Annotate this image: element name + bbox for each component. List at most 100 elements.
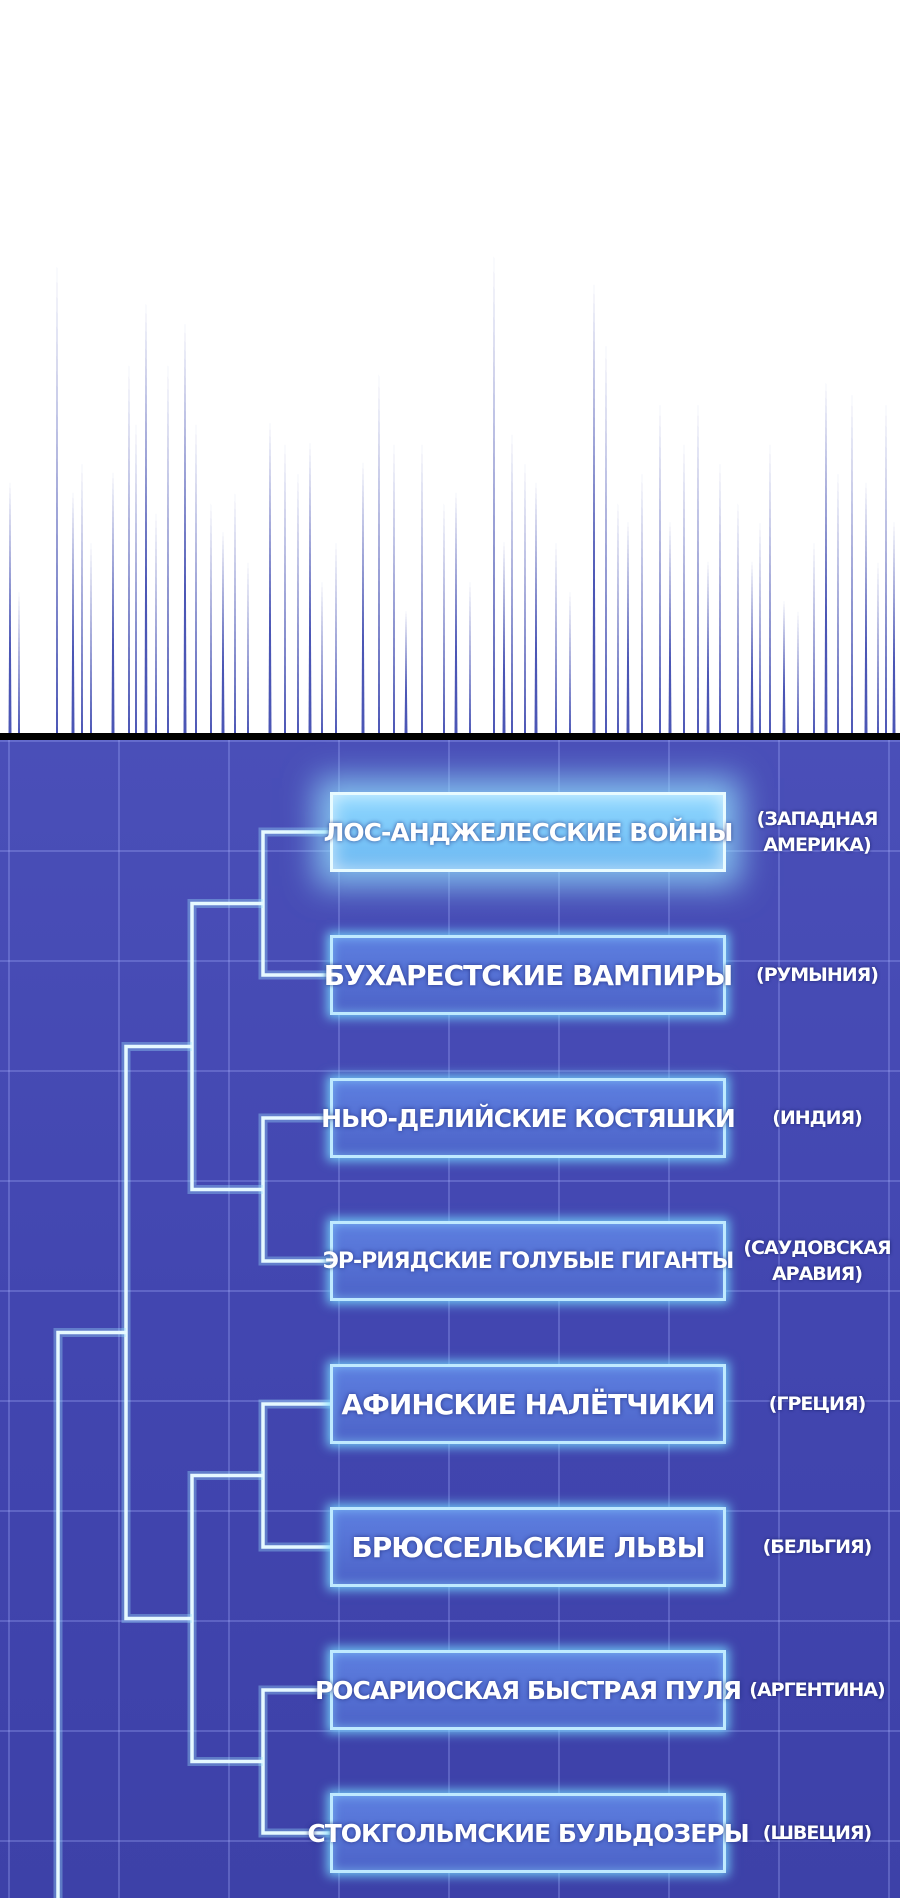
speed-line bbox=[813, 540, 815, 735]
team-country: (РУМЫНИЯ) bbox=[756, 964, 879, 986]
speed-line bbox=[592, 280, 596, 735]
team-country: (ЗАПАДНАЯ АМЕРИКА) bbox=[756, 808, 879, 856]
speed-line bbox=[361, 460, 365, 735]
speed-line bbox=[659, 400, 661, 735]
speed-line bbox=[195, 420, 197, 735]
speed-line bbox=[378, 370, 380, 735]
speed-line bbox=[297, 470, 299, 735]
speed-line bbox=[683, 440, 685, 735]
team-box: БУХАРЕСТСКИЕ ВАМПИРЫ bbox=[324, 935, 733, 1015]
speed-line bbox=[268, 420, 272, 735]
speed-line bbox=[247, 560, 249, 735]
speed-line bbox=[706, 560, 710, 735]
speed-line bbox=[851, 390, 853, 735]
bracket-line-glow bbox=[258, 827, 330, 980]
bracket-line-glow bbox=[258, 1685, 330, 1838]
speed-line bbox=[284, 440, 286, 735]
team-name: НЬЮ-ДЕЛИЙСКИЕ КОСТЯШКИ bbox=[321, 1103, 736, 1133]
team-country: (ГРЕЦИЯ) bbox=[768, 1393, 867, 1415]
bracket-connector-lines bbox=[53, 827, 330, 1898]
speed-line bbox=[524, 460, 526, 735]
speed-lines-background bbox=[8, 250, 896, 735]
bracket-line bbox=[261, 1402, 330, 1549]
speed-line bbox=[511, 430, 513, 735]
speed-line bbox=[617, 500, 619, 735]
speed-line bbox=[877, 560, 879, 735]
speed-line bbox=[321, 580, 323, 735]
speed-line bbox=[759, 520, 761, 735]
bracket-line-glow bbox=[187, 899, 263, 1194]
speed-line bbox=[782, 600, 786, 735]
speed-line bbox=[8, 480, 12, 735]
speed-line bbox=[737, 500, 739, 735]
speed-line bbox=[234, 490, 236, 735]
speed-line bbox=[864, 480, 868, 735]
speed-line bbox=[144, 300, 148, 735]
speed-line bbox=[626, 520, 630, 735]
speed-line bbox=[183, 320, 187, 735]
bracket-line-glow bbox=[187, 1471, 263, 1766]
speed-line bbox=[797, 610, 799, 735]
tournament-bracket: ЛОС-АНДЖЕЛЕССКИЕ ВОЙНЫ (ЗАПАДНАЯ АМЕРИКА)… bbox=[0, 740, 900, 1898]
speed-line bbox=[221, 530, 225, 735]
bracket-line bbox=[261, 830, 330, 977]
speed-line bbox=[605, 340, 607, 735]
team-name: АФИНСКИЕ НАЛЁТЧИКИ bbox=[341, 1387, 715, 1421]
speed-line bbox=[71, 490, 75, 735]
bracket-line-glow bbox=[258, 1399, 330, 1552]
team-name: ЭР-РИЯДСКИЕ ГОЛУБЫЕ ГИГАНТЫ bbox=[322, 1248, 735, 1274]
bracket-line bbox=[190, 1473, 263, 1764]
team-box: АФИНСКИЕ НАЛЁТЧИКИ bbox=[330, 1364, 726, 1444]
speed-line bbox=[421, 440, 423, 735]
bracket-line bbox=[190, 901, 263, 1192]
speed-line bbox=[56, 260, 58, 735]
speed-line bbox=[555, 540, 557, 735]
speed-line bbox=[443, 500, 445, 735]
bracket-line-glow bbox=[258, 1113, 330, 1266]
speed-line bbox=[308, 440, 312, 735]
speed-line bbox=[892, 520, 896, 735]
bracket-line bbox=[261, 1116, 330, 1263]
speed-line bbox=[769, 440, 771, 735]
speed-line bbox=[885, 400, 887, 735]
speed-line bbox=[569, 590, 571, 735]
speed-line bbox=[469, 580, 471, 735]
speed-line bbox=[335, 540, 337, 735]
team-name: ЛОС-АНДЖЕЛЕССКИЕ ВОЙНЫ bbox=[323, 817, 734, 847]
team-box: ЛОС-АНДЖЕЛЕССКИЕ ВОЙНЫ bbox=[324, 792, 733, 872]
team-name: СТОКГОЛЬМСКИЕ БУЛЬДОЗЕРЫ bbox=[307, 1818, 749, 1848]
team-name: БРЮССЕЛЬСКИЕ ЛЬВЫ bbox=[351, 1530, 705, 1564]
speed-line bbox=[210, 500, 212, 735]
speed-line bbox=[135, 420, 137, 735]
panel-divider bbox=[0, 733, 900, 740]
speed-line bbox=[167, 360, 169, 735]
speed-line bbox=[81, 460, 83, 735]
team-country: (БЕЛЬГИЯ) bbox=[762, 1536, 873, 1558]
speed-line bbox=[155, 510, 157, 735]
speed-line bbox=[837, 470, 839, 735]
speed-line bbox=[111, 470, 115, 735]
team-box: СТОКГОЛЬМСКИЕ БУЛЬДОЗЕРЫ bbox=[307, 1793, 750, 1873]
speed-line bbox=[641, 470, 643, 735]
speed-line bbox=[697, 400, 699, 735]
bracket-line-glow bbox=[121, 1042, 192, 1623]
speed-line bbox=[534, 480, 538, 735]
bracket-line bbox=[261, 1688, 330, 1835]
speed-line bbox=[393, 440, 395, 735]
speed-line bbox=[493, 250, 495, 735]
speed-line bbox=[668, 520, 672, 735]
speed-line bbox=[404, 610, 408, 735]
team-country: (САУДОВСКАЯ АРАВИЯ) bbox=[743, 1237, 891, 1285]
team-country: (ШВЕЦИЯ) bbox=[762, 1822, 872, 1844]
team-box: БРЮССЕЛЬСКИЕ ЛЬВЫ bbox=[330, 1507, 726, 1587]
bracket-line bbox=[56, 1330, 126, 1898]
speed-line bbox=[719, 460, 721, 735]
team-box: ЭР-РИЯДСКИЕ ГОЛУБЫЕ ГИГАНТЫ bbox=[323, 1221, 734, 1301]
speed-line bbox=[750, 560, 754, 735]
speed-line bbox=[18, 590, 20, 735]
bracket-line bbox=[124, 1044, 192, 1621]
team-box: РОСАРИОСКАЯ БЫСТРАЯ ПУЛЯ bbox=[315, 1650, 742, 1730]
team-box: НЬЮ-ДЕЛИЙСКИЕ КОСТЯШКИ bbox=[321, 1078, 736, 1158]
speed-line bbox=[128, 360, 130, 735]
